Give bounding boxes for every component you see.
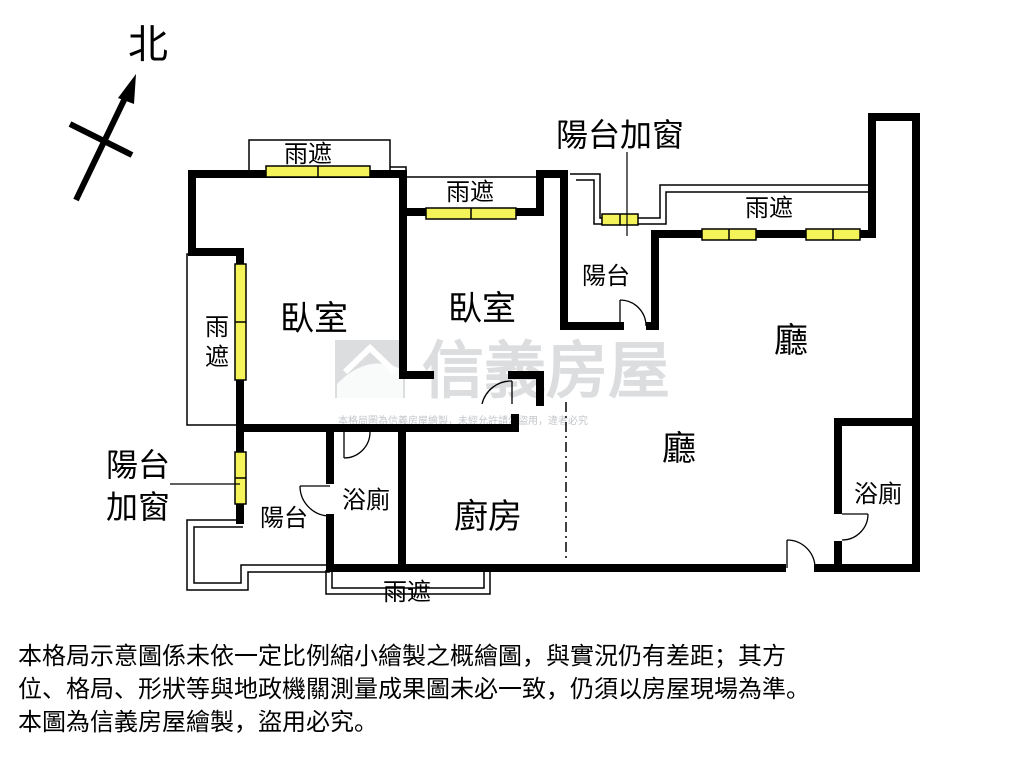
balcony-window-left-label-2: 加窗: [106, 488, 170, 526]
balcony-outline-left: [186, 519, 330, 591]
awning-label-bottom: 雨遮: [383, 578, 431, 606]
watermark: 信義房屋 本格局圖為信義房屋繪製，未經允許請勿盜用，違者必究: [335, 334, 670, 427]
svg-text:雨: 雨: [205, 313, 229, 341]
room-balcony-left: 陽台: [260, 504, 308, 532]
awning-label-right: 雨遮: [745, 194, 793, 222]
door-bedroom-middle: [481, 380, 513, 405]
balcony-outline-left-inner: [193, 526, 330, 584]
wall-bedroom-left: [188, 170, 624, 330]
disclaimer-line-3: 本圖為信義房屋繪製，盜用必究。: [18, 708, 378, 736]
watermark-brand: 信義房屋: [422, 334, 670, 407]
room-bathroom-right: 浴廁: [854, 480, 902, 508]
door-bath-right: [841, 513, 869, 541]
room-living-upper: 廳: [774, 321, 808, 361]
wall-balcony-top: [646, 113, 920, 572]
awning-outline-top-middle: [390, 166, 540, 178]
wall-bedroom-middle-west: [399, 208, 434, 379]
awning-outline-bottom: [325, 570, 491, 595]
windows: [234, 165, 861, 505]
awning-outline-bottom-inner: [331, 570, 485, 589]
room-balcony-top: 陽台: [582, 262, 630, 290]
disclaimer-line-1: 本格局示意圖係未依一定比例縮小繪製之概繪圖，與實況仍有差距；其方: [18, 642, 786, 670]
disclaimer: 本格局示意圖係未依一定比例縮小繪製之概繪圖，與實況仍有差距；其方 位、格局、形狀…: [18, 640, 1008, 739]
door-balcony-left: [299, 485, 331, 517]
watermark-notice: 本格局圖為信義房屋繪製，未經允許請勿盜用，違者必究: [338, 414, 588, 427]
awning-label-left: 雨 遮: [205, 313, 229, 371]
walls: [188, 113, 920, 572]
compass: 北: [68, 22, 168, 202]
svg-text:遮: 遮: [205, 343, 229, 371]
door-main: [786, 539, 816, 569]
wall-stub: [508, 371, 544, 406]
balcony-window-top-label: 陽台加窗: [556, 116, 684, 154]
awning-label-top-left: 雨遮: [284, 140, 332, 168]
wall-bath-right: [834, 418, 920, 514]
awning-label-top-middle: 雨遮: [446, 178, 494, 206]
room-bathroom-left: 浴廁: [342, 486, 390, 514]
annotations: 雨遮 雨遮 雨遮 雨遮 雨 遮 陽台加窗 陽台 加窗: [106, 116, 793, 606]
doors: [299, 299, 869, 569]
door-bath-left: [343, 431, 371, 459]
room-bedroom-middle: 臥室: [448, 289, 516, 329]
balcony-window-left-label-1: 陽台: [106, 446, 170, 484]
north-label: 北: [128, 22, 168, 68]
room-living-lower: 廳: [662, 429, 696, 469]
room-kitchen: 廚房: [454, 497, 522, 537]
brand-logo-icon: [335, 340, 405, 398]
awning-outline-right: [570, 173, 875, 219]
north-arrow-icon: [68, 74, 136, 202]
room-labels: 臥室 臥室 陽台 廳 廳 浴廁 廚房 陽台 浴廁: [260, 262, 902, 537]
room-bedroom-left: 臥室: [280, 299, 348, 339]
disclaimer-line-2: 位、格局、形狀等與地政機關測量成果圖未必一致，仍須以房屋現場為準。: [18, 675, 810, 703]
door-balcony-top: [619, 299, 647, 327]
